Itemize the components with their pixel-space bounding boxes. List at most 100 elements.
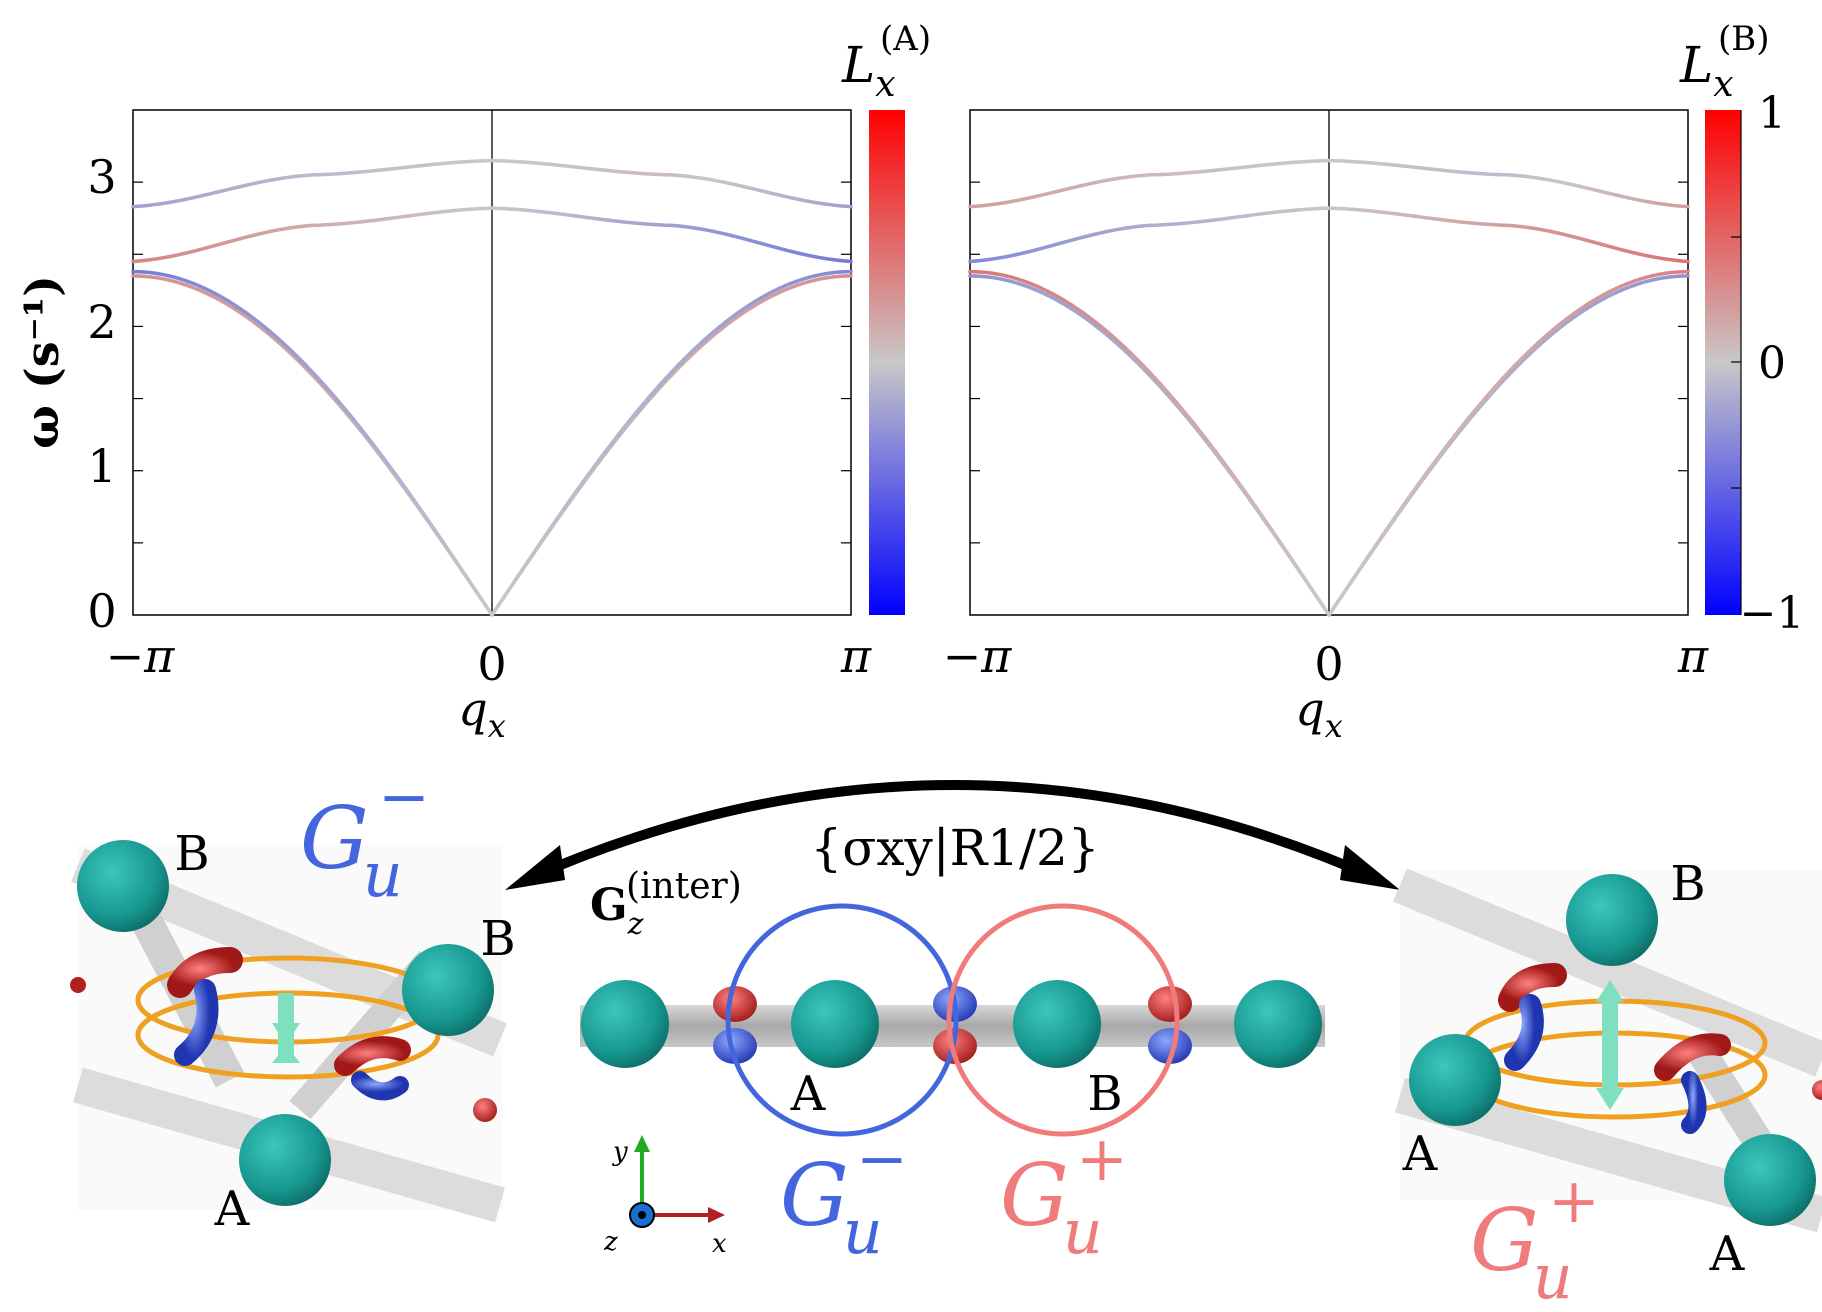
chain-atom-4 [1234, 980, 1322, 1068]
colorbar-sup-a: (A) [880, 19, 931, 59]
arrow-head-right [1340, 845, 1400, 890]
center-g-plus: Gu [1000, 1146, 1103, 1268]
band-b-2-segment [1369, 541, 1379, 555]
band-b-2-segment [1327, 604, 1337, 617]
band-b-2-segment [1345, 577, 1355, 590]
circle-g-plus [946, 903, 1180, 1137]
right-structure: B A A [1393, 856, 1822, 1282]
group-label: Gz [590, 880, 644, 942]
band-a-2-segment [424, 515, 434, 528]
xlabel-b: qx [1295, 682, 1343, 745]
band-plot-a: 0 1 2 3 −π 0 π qx ω (s⁻¹) Lx (A) [15, 19, 931, 745]
band-a-2-segment [442, 541, 452, 555]
axes-indicator: y x z [603, 1135, 727, 1259]
center-g-minus-sup: − [856, 1122, 908, 1195]
band-a-2-segment [532, 541, 542, 555]
atom-b-left-top [77, 840, 169, 932]
band-b-2-segment [1267, 524, 1277, 537]
label-b-left-top: B [174, 826, 209, 882]
symmetry-arrow [522, 780, 1383, 885]
center-g-plus-sup: + [1076, 1122, 1128, 1195]
ytick-3: 3 [87, 150, 116, 204]
xtick-zero-a: 0 [477, 637, 506, 691]
symmetry-diagram: {σxy|R1/2} B B A Gu − [70, 760, 1822, 1312]
arrow-head-left [505, 845, 565, 890]
colorbar-sup-b: (B) [1718, 19, 1770, 59]
band-b-2-segment [1375, 533, 1385, 546]
label-a-right-bottom: A [1709, 1226, 1746, 1282]
band-a-2-segment [448, 550, 458, 564]
band-b-2-segment [1357, 559, 1367, 572]
chain-atom-b [1013, 980, 1101, 1068]
right-g-label: Gu [1470, 1191, 1573, 1312]
band-b-2-segment [1387, 515, 1397, 528]
cbar-tick-1: 1 [1758, 88, 1786, 139]
xtick-zero-b: 0 [1314, 637, 1343, 691]
band-a-2-segment [430, 524, 440, 537]
band-b-2-segment [1339, 586, 1349, 599]
ytick-2: 2 [87, 295, 116, 349]
band-b-2-segment [1363, 550, 1373, 564]
atom-a-right-left [1409, 1034, 1501, 1126]
xlabel-a: qx [458, 682, 506, 745]
band-a-2-segment [520, 559, 530, 572]
label-a-center: A [790, 1066, 827, 1122]
left-g-label: Gu [300, 789, 403, 911]
label-b-right: B [1670, 856, 1705, 912]
atom-b-right [1566, 874, 1658, 966]
left-structure: B B A [70, 826, 516, 1237]
symmetry-op-label: {σxy|R1/2} [810, 819, 1099, 877]
band-b-2-segment [1333, 595, 1343, 608]
atom-b-left-right [402, 944, 494, 1036]
atom-a-left [239, 1114, 331, 1206]
circle-g-minus [725, 903, 959, 1137]
band-b-2-segment [1381, 524, 1391, 537]
y-ticks-a [133, 181, 851, 544]
xtick-pi-b: π [1677, 629, 1709, 683]
band-b-2-segment [1285, 550, 1295, 564]
band-a-2-segment [472, 586, 482, 599]
axis-y-label: y [612, 1137, 628, 1167]
left-g-sup: − [378, 760, 430, 833]
band-a-2-segment [538, 533, 548, 546]
band-b-2-segment [1297, 568, 1307, 581]
band-a-2-segment [436, 533, 446, 546]
cbar-tick-0: 0 [1758, 338, 1786, 389]
center-g-minus: Gu [780, 1146, 883, 1268]
band-a-2-segment [508, 577, 518, 590]
ytick-1: 1 [87, 439, 116, 493]
chain-atom-a [791, 980, 879, 1068]
group-sup: (inter) [626, 866, 742, 907]
colorbar-label-b: Lx [1679, 36, 1734, 105]
cbar-tick-minus1: −1 [1740, 588, 1805, 639]
right-g-sup: + [1548, 1164, 1600, 1237]
band-a-2-segment [490, 604, 500, 617]
atom-a-right-bottom [1724, 1134, 1816, 1226]
label-b-center: B [1087, 1066, 1122, 1122]
band-a-2-segment [550, 515, 560, 528]
band-b-2-segment [1291, 559, 1301, 572]
band-a-2-segment [454, 559, 464, 572]
band-a-2-segment [514, 568, 524, 581]
label-a-left: A [214, 1181, 251, 1237]
colorbar-a [869, 110, 905, 615]
colorbar-label-a: Lx [841, 36, 896, 105]
band-a-2-segment [478, 595, 488, 608]
xtick-minus-pi-b: −π [943, 629, 1013, 683]
xtick-pi-a: π [840, 629, 872, 683]
band-a-2-segment [502, 586, 512, 599]
band-b-2-segment [1315, 595, 1325, 608]
band-b-2-segment [1351, 568, 1361, 581]
band-b-2-segment [1303, 577, 1313, 590]
band-b-2-segment [1273, 533, 1283, 546]
bands-b [968, 158, 1690, 617]
band-b-2-segment [1279, 541, 1289, 555]
chain-atom-1 [581, 980, 669, 1068]
spin-arrow-right [1602, 1000, 1618, 1090]
band-a-2-segment [460, 568, 470, 581]
band-b-2-segment [1261, 515, 1271, 528]
y-ticks-b [970, 181, 1688, 544]
band-plot-b: −π 0 π qx 1 0 −1 Lx (B) [943, 19, 1805, 745]
ytick-0: 0 [87, 584, 116, 638]
